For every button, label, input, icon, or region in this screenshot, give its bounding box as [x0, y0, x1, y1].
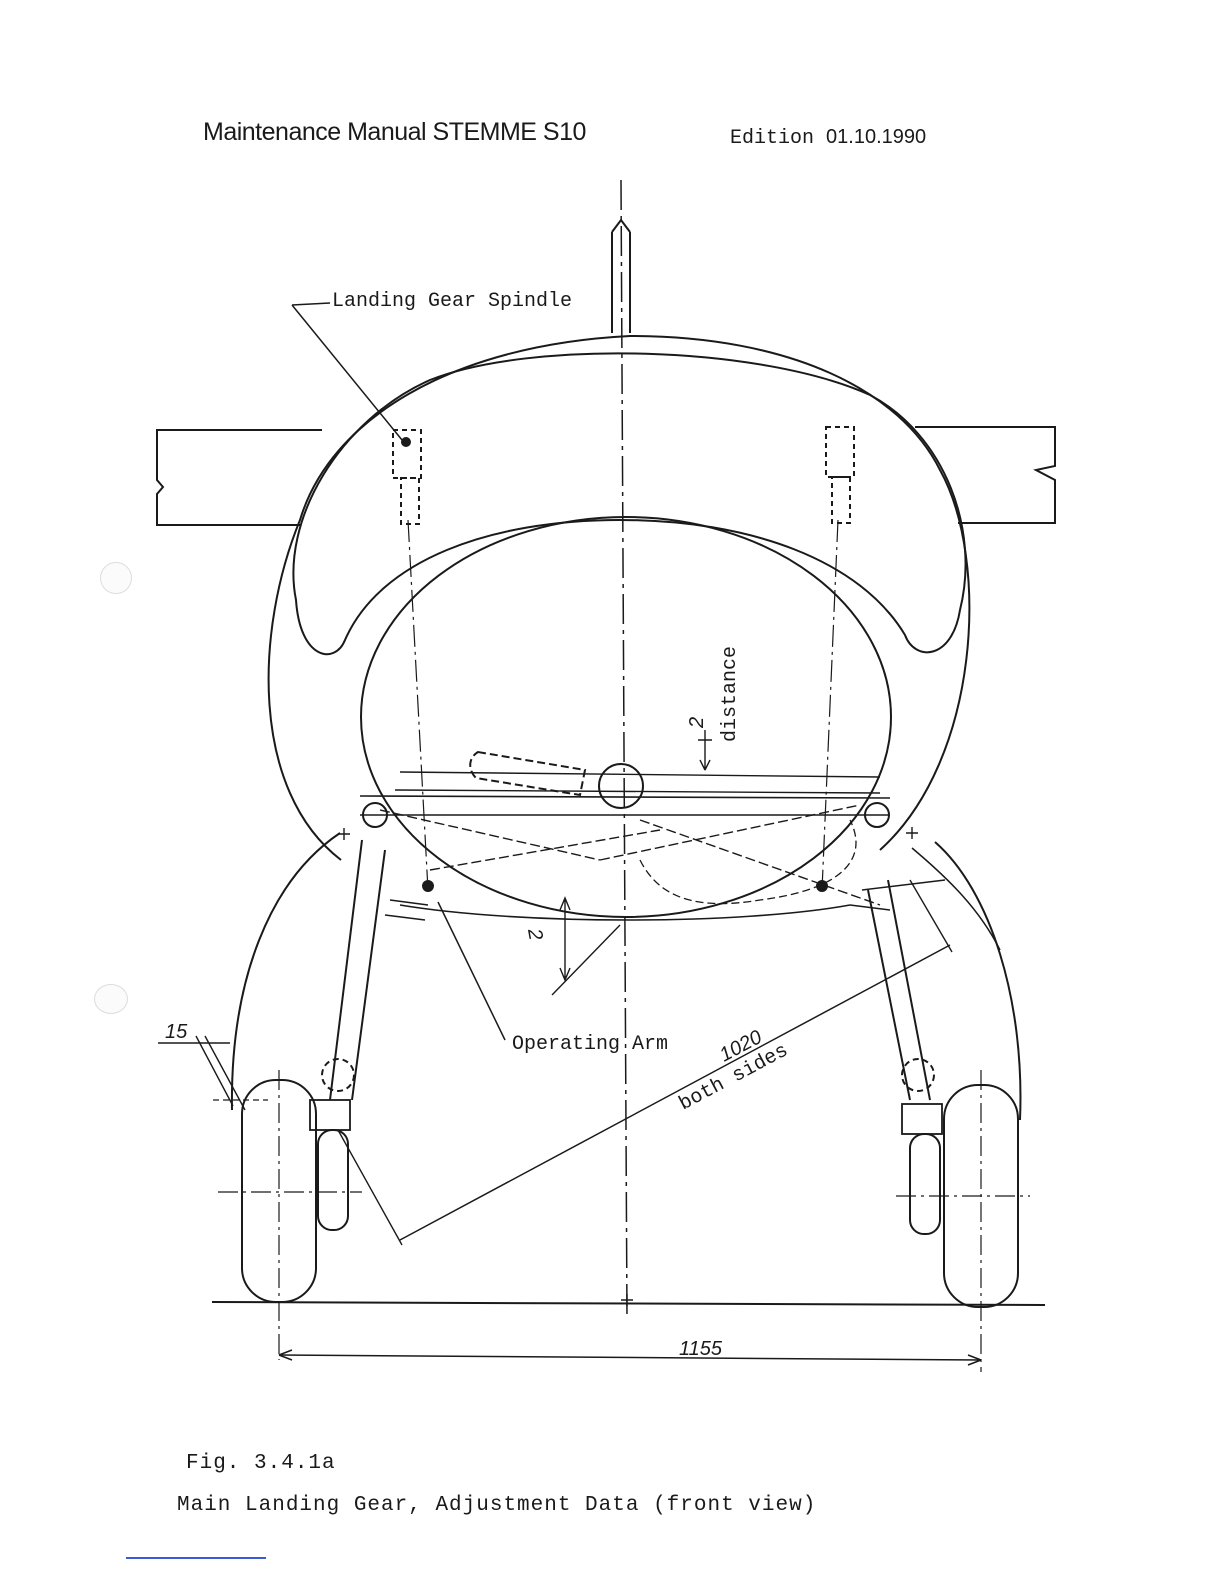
right-wheel-fork	[902, 1104, 942, 1134]
torque-tube	[395, 772, 880, 793]
diagonal-link-left	[380, 810, 660, 870]
figure-number: Fig. 3.4.1a	[186, 1452, 336, 1475]
ground-line	[212, 1302, 1045, 1305]
distance-marker	[698, 730, 712, 770]
right-spindle-lower	[832, 477, 850, 523]
operating-arm-leader	[438, 902, 505, 1040]
right-wing	[915, 427, 1055, 523]
left-spindle-pin	[402, 438, 410, 446]
left-fairing	[232, 833, 340, 1110]
track-value: 1155	[679, 1338, 723, 1360]
arm-offset-value: 2	[523, 926, 547, 942]
spindle-label: Landing Gear Spindle	[332, 290, 572, 313]
angle-value: 15	[165, 1021, 188, 1043]
length-dimension-line	[400, 945, 950, 1240]
cockpit-opening	[361, 517, 891, 917]
left-axle-shaft	[318, 1130, 348, 1230]
footer-rule	[126, 1557, 266, 1559]
right-axle-shaft	[910, 1134, 940, 1234]
figure-title: Main Landing Gear, Adjustment Data (fron…	[177, 1494, 816, 1517]
track-dimension-line	[279, 1355, 981, 1360]
operating-arm-label: Operating Arm	[512, 1033, 668, 1056]
center-pivot	[599, 764, 643, 808]
right-strut	[868, 880, 930, 1100]
right-arm-pivot	[817, 881, 827, 891]
canopy-band	[293, 353, 965, 654]
right-fairing	[935, 842, 1020, 1120]
left-arm-pivot	[423, 881, 433, 891]
distance-value: 2	[686, 717, 708, 729]
center-axis	[621, 180, 627, 1318]
left-spindle-lower	[401, 478, 419, 524]
spindle-leader	[292, 303, 402, 440]
left-wing	[157, 430, 322, 525]
right-spindle-upper	[826, 427, 854, 477]
diagonal-link-right	[600, 805, 880, 905]
distance-label: distance	[719, 646, 742, 742]
left-strut	[330, 840, 385, 1100]
